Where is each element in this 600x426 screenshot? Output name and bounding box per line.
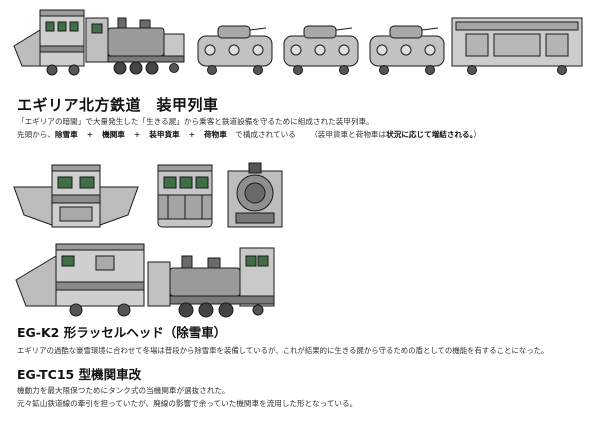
locomotive-desc-line-1: 機動力を最大限保つためにタンク式の当機関車が選抜された。 xyxy=(17,386,230,395)
armored-wagon-2 xyxy=(283,25,359,75)
locomotive-side xyxy=(85,17,185,75)
car-locomotive-label: 機関車 xyxy=(102,130,125,139)
intro-description: 「エギリアの暗闇」で大量発生した「生きる屍」から乗客と鉄道設備を守るために組成さ… xyxy=(17,115,481,141)
intro-line-2: 先頭から、除雪車 + 機関車 + 装甲貨車 + 荷物車 で構成されている （装甲貨車と荷物車… xyxy=(17,128,481,141)
car-snowplow-label: 除雪車 xyxy=(54,130,78,139)
plus-sign: + xyxy=(133,130,141,139)
intro-line-1: 「エギリアの暗闇」で大量発生した「生きる屍」から乗客と鉄道設備を守るために組成さ… xyxy=(17,117,374,126)
locomotive-front-view xyxy=(227,162,283,228)
page-title: エギリア北方鉄道 装甲列車 xyxy=(17,96,219,114)
car-baggage-label: 荷物車 xyxy=(204,130,227,139)
snowplow-front-view xyxy=(13,164,139,228)
intro-prefix: 先頭から、 xyxy=(17,130,55,139)
snowplow-locomotive-side-illustration xyxy=(15,243,275,318)
intro-mid: で構成されている xyxy=(235,130,296,139)
note-bold: 状況に応じて増結される。 xyxy=(386,130,474,139)
plus-sign: + xyxy=(188,130,196,139)
locomotive-description: 機動力を最大限保つためにタンク式の当機関車が選抜された。 元々鉱山鉄道線の牽引を… xyxy=(17,384,357,410)
locomotive-title: EG-TC15 型機関車改 xyxy=(17,367,142,382)
note-open: （装甲貨車と荷物車は xyxy=(310,130,387,139)
front-views-illustration xyxy=(13,162,283,228)
plus-sign: + xyxy=(86,130,94,139)
car-armored-wagon-label: 装甲貨車 xyxy=(149,130,180,139)
snowplow-car-side xyxy=(13,9,85,76)
note-close: ） xyxy=(473,130,482,139)
locomotive-desc-line-2: 元々鉱山鉄道線の牽引を担っていたが、廃線の影響で余っていた機関車を流用した形とな… xyxy=(17,399,358,408)
armored-train-illustration xyxy=(13,9,583,76)
armored-wagon-3 xyxy=(369,25,445,75)
snowplow-title: EG-K2 形ラッセルヘッド（除雪車） xyxy=(17,325,227,340)
baggage-car-side xyxy=(451,17,583,75)
armored-wagon-1 xyxy=(197,25,273,75)
locomotive-cab-view xyxy=(157,164,213,228)
snowplow-description: エギリアの過酷な豪雪環境に合わせて冬場は普段から除雪車を装備しているが、これが結… xyxy=(17,346,549,355)
